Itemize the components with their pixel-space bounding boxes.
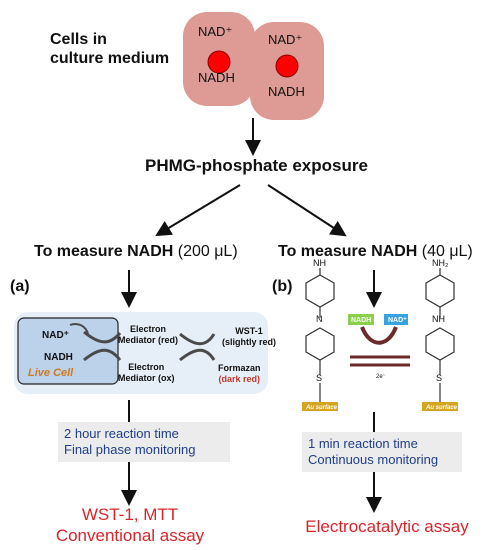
cell-1-nad-label: NAD⁺ (198, 24, 233, 39)
nadh-tag-box (348, 314, 374, 325)
cell-1-nucleus (207, 50, 231, 74)
right-result: Electrocatalytic assay (305, 517, 469, 536)
mediator-red-line2: Mediator (red) (118, 335, 179, 345)
left-heading-volume: (200 μL) (173, 243, 238, 260)
live-cell-nadh: NADH (44, 352, 73, 363)
molecule-right (425, 268, 455, 402)
mediator-red-line1: Electron (130, 324, 167, 334)
left-info-line2: Final phase monitoring (64, 442, 196, 457)
live-cell-label: Live Cell (28, 367, 74, 379)
electron-label: 2e⁻ (376, 374, 386, 380)
nh-mid-label: NH (432, 314, 445, 324)
left-heading-bold: NADH (127, 243, 174, 260)
cell-2 (250, 22, 324, 120)
right-info-line1: 1 min reaction time (308, 436, 418, 451)
right-info-line2: Continuous monitoring (308, 452, 439, 467)
mediator-red: Electron Mediator (red) (118, 324, 178, 346)
panel-b-label: (b) (272, 278, 293, 295)
cross-arrow-3 (69, 323, 89, 335)
arrow-to-right-branch (267, 184, 347, 237)
exposure-label: PHMG-phosphate exposure (145, 156, 368, 175)
left-branch-heading: To measure NADH (200 μL) (34, 243, 238, 261)
right-heading-bold: NADH (371, 243, 418, 260)
cell-2-nad-label: NAD⁺ (268, 32, 303, 47)
right-branch-heading: To measure NADH (40 μL) (278, 243, 473, 261)
nh2-label: NH₂ (432, 258, 449, 268)
cross-arrow-1 (83, 330, 122, 344)
nh-label: NH (313, 258, 326, 268)
cells-label: Cells in culture medium (50, 30, 180, 68)
formazan-line2: (dark red) (218, 374, 261, 384)
cross-arrow-5 (179, 348, 216, 362)
panel-a-label: (a) (10, 278, 30, 295)
formazan-label: Formazan (dark red) (218, 363, 261, 385)
left-result-line2: Conventional assay (55, 526, 205, 545)
mediator-ox: Electron Mediator (ox) (118, 362, 175, 384)
cell-2-nucleus (275, 54, 299, 78)
cross-arrow-4 (179, 332, 216, 346)
nad-tag-box (384, 314, 408, 325)
wst-line1: WST-1 (235, 326, 263, 336)
au-surface-left (302, 402, 338, 411)
s-label-left: S (316, 373, 323, 383)
wst-label: WST-1 (slightly red) (222, 326, 276, 348)
cross-arrow-2 (83, 348, 122, 362)
cell-1 (183, 12, 255, 106)
au-surface-right (422, 402, 458, 411)
redox-curve-arrow (360, 326, 398, 345)
s-label-right: S (436, 373, 443, 383)
right-heading-volume: (40 μL) (417, 243, 473, 260)
left-result: WST-1, MTT Conventional assay (30, 504, 230, 546)
right-heading-prefix: To measure (278, 243, 372, 260)
left-heading-prefix: To measure (34, 243, 128, 260)
n-label: N (316, 314, 323, 324)
left-info-line1: 2 hour reaction time (64, 426, 179, 441)
mediator-ox-line2: Mediator (ox) (118, 373, 175, 383)
nadh-tag: NADH (351, 317, 372, 324)
formazan-line1: Formazan (218, 363, 261, 373)
left-result-line1: WST-1, MTT (81, 505, 179, 524)
live-cell-box (17, 317, 119, 385)
molecule-left (305, 268, 335, 402)
left-info-box: 2 hour reaction time Final phase monitor… (58, 422, 230, 462)
cells-label-line1: Cells in (50, 31, 107, 48)
au-surface-left-label: Au surface (306, 405, 338, 411)
au-surface-right-label: Au surface (426, 405, 458, 411)
cells-label-line2: culture medium (50, 50, 170, 67)
wst-line2: (slightly red) (222, 337, 277, 347)
nad-tag: NAD⁺ (388, 317, 407, 324)
mediator-ox-line1: Electron (128, 362, 165, 372)
right-info-box: 1 min reaction time Continuous monitorin… (302, 432, 462, 472)
cell-2-nadh-label: NADH (268, 84, 305, 99)
live-cell-nad: NAD⁺ (42, 330, 69, 341)
arrow-to-left-branch (155, 184, 241, 237)
cell-1-nadh-label: NADH (198, 70, 235, 85)
